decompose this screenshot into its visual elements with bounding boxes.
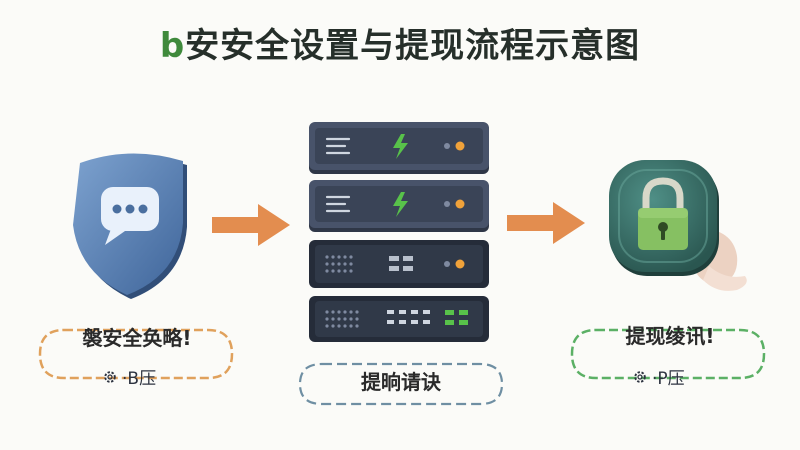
title-text: 安安全设置与提现流程示意图 [185, 26, 641, 66]
dashed-loop-right [570, 328, 766, 380]
lock-badge [605, 148, 755, 298]
step-sub-text: ·P压 [652, 369, 685, 389]
gear-icon [104, 370, 116, 383]
step-label-right: 提现绫讯! [625, 324, 715, 348]
arrow-right-icon [212, 204, 290, 246]
step-sub-text: ·B压 [122, 369, 157, 389]
step-label-left: 褩安全奂略! [82, 326, 192, 350]
server-rack-icon [309, 122, 489, 342]
padlock-icon [609, 160, 747, 291]
step-sub-left: ·B压 [102, 364, 156, 389]
step-label-center: 提晌请诀 [361, 370, 441, 394]
dashed-loop-center [298, 362, 504, 406]
step-sub-right: ·P压 [632, 364, 685, 389]
title-lead: b [159, 26, 186, 66]
security-shield [65, 145, 195, 300]
arrow-right-icon [507, 202, 585, 244]
server-rack [305, 118, 493, 346]
chat-bubble-icon [73, 153, 187, 299]
gear-icon [634, 370, 646, 383]
dashed-loop-left [38, 328, 234, 380]
page-title: b安安全设置与提现流程示意图 [0, 18, 800, 67]
